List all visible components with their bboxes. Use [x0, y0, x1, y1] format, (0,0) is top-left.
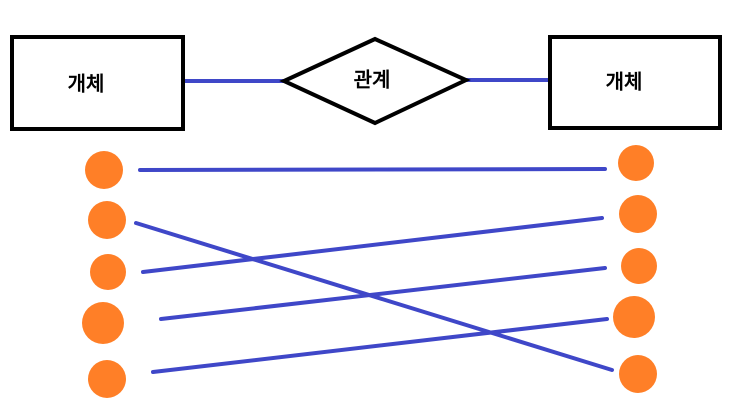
right-instance-dot-1	[618, 145, 654, 181]
entity-right: 개체	[548, 35, 722, 130]
mapping-line-4-to-3	[159, 266, 607, 321]
entity-right-box	[548, 35, 722, 130]
left-instance-dot-3	[90, 254, 126, 290]
right-instance-dot-5	[619, 355, 657, 393]
entity-left-label: 개체	[68, 72, 105, 96]
relationship-diamond	[279, 36, 471, 126]
mapping-line-5-to-4	[151, 317, 609, 374]
mapping-line-1-to-1	[138, 167, 607, 172]
left-instance-dot-4	[82, 302, 124, 344]
right-instance-dot-3	[621, 248, 657, 284]
entity-left-box	[10, 35, 185, 131]
instance-mapping	[82, 145, 657, 398]
relationship-label: 관계	[354, 68, 391, 92]
right-instance-dot-4	[613, 296, 655, 338]
left-instance-dot-5	[88, 360, 126, 398]
relationship: 관계	[279, 36, 471, 126]
entity-right-label: 개체	[606, 70, 643, 94]
right-instance-dot-2	[619, 195, 657, 233]
left-instance-dot-2	[88, 201, 126, 239]
mapping-line-3-to-2	[141, 216, 604, 274]
entity-left: 개체	[10, 35, 185, 131]
left-instance-dot-1	[85, 151, 123, 189]
